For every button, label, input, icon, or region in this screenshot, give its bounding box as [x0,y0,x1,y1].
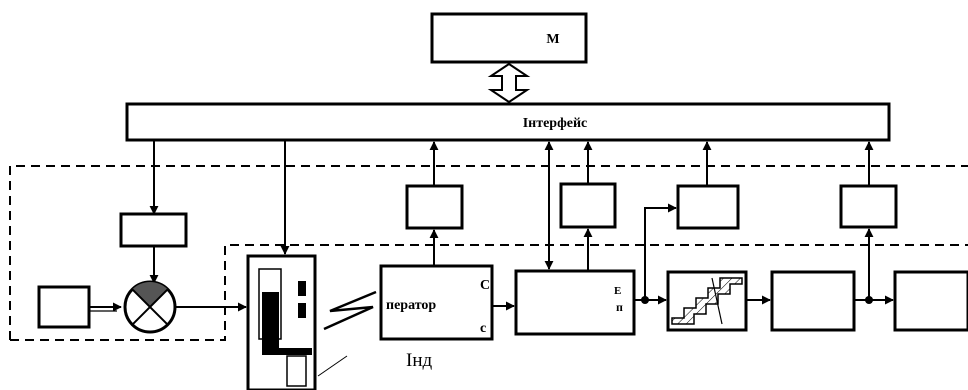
monitor-block [676,184,740,230]
operator-corner-bottom: с [480,321,486,336]
final-block [893,270,968,332]
output-block [770,270,856,332]
operator-corner-top: С [480,278,490,293]
dashed-outline-lower [10,244,968,341]
filter-block [666,270,748,332]
processing-reader-block [559,182,617,229]
memory-interface-bus-arrow [487,62,531,104]
interface-label: Інтерфейс [523,116,588,131]
output-reader-block [839,184,898,229]
source-block [37,285,91,329]
mixer-icon [123,280,177,334]
indicator-pointer-line [317,355,348,377]
operator-block [379,264,494,341]
dashed-enclosures [9,165,968,341]
branch-to-monitor-arrow [644,203,677,300]
memory-block [430,12,588,64]
interface-bus [125,102,891,142]
processing-label-bottom: п [616,300,623,314]
dashed-outline-upper [9,165,968,340]
zigzag-link-icon [323,290,377,331]
processing-block [514,269,636,336]
control-block [119,212,188,248]
memory-label: М [546,32,559,47]
display-panel-graphics [258,268,312,387]
indicator-label: Інд [406,350,432,371]
operator-label: ператор [386,298,436,313]
operator-reader-block [405,184,464,230]
processing-label-top: Е [614,285,621,297]
